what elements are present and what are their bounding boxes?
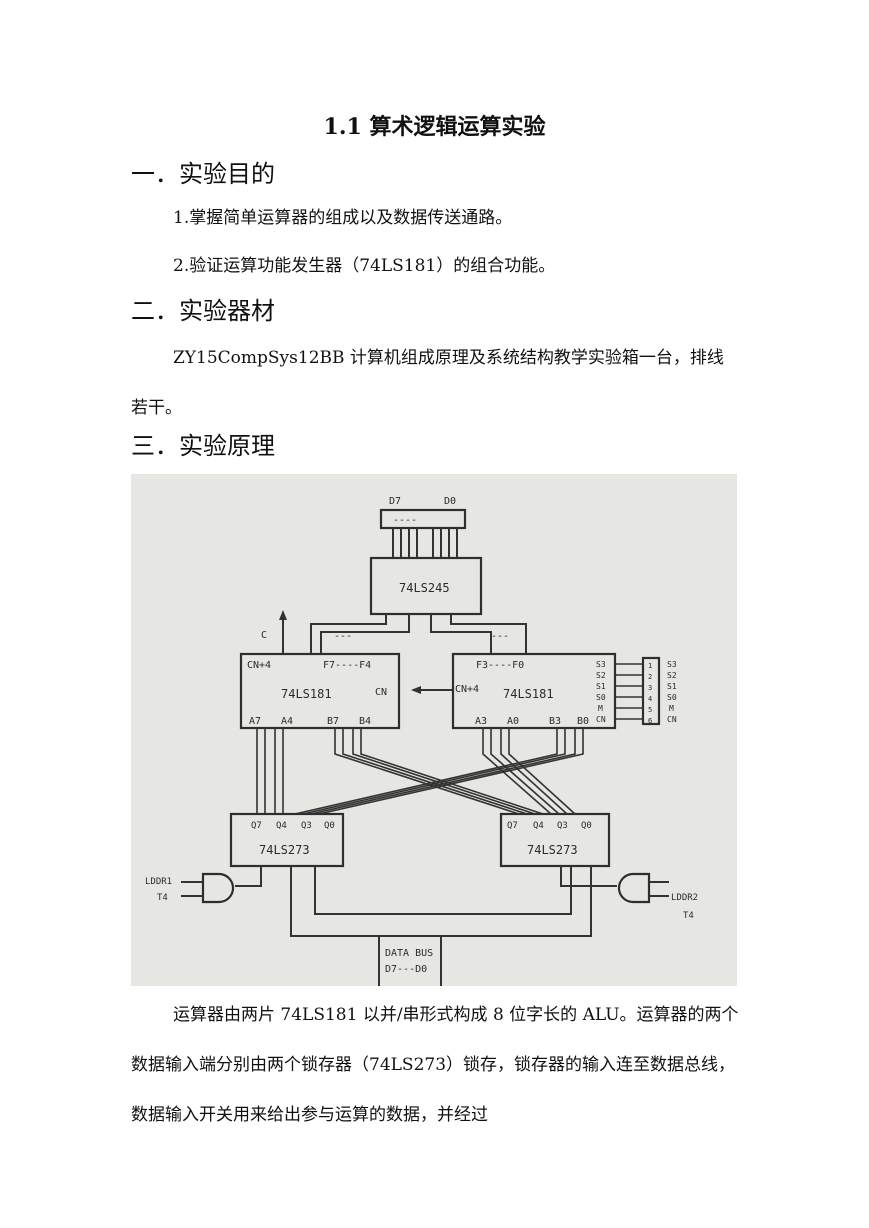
bus-top-dashes: ---- (393, 515, 417, 526)
alu-right-cn4: CN+4 (455, 684, 479, 695)
section-heading-principle: 三．实验原理 (131, 432, 275, 460)
ctrl-in-cn: CN (596, 715, 606, 724)
data-bus-wires (290, 866, 592, 986)
latch-right-q7: Q7 (507, 821, 518, 831)
alu-left-cn: CN (375, 687, 387, 698)
switch-6: 6 (648, 717, 652, 725)
ctrl-in-s1: S1 (596, 682, 606, 691)
bus-top-connector (379, 508, 467, 530)
switch-1: 1 (648, 662, 652, 670)
alu-a-wires (256, 728, 576, 815)
latch-left-clock: T4 (157, 893, 168, 903)
equipment-text: ZY15CompSys12BB 计算机组成原理及系统结构教学实验箱一台，排线若干… (131, 348, 724, 418)
alu-right-name: 74LS181 (503, 687, 554, 701)
alu-left-box (239, 652, 401, 730)
latch-right-name: 74LS273 (527, 843, 578, 857)
alu-left-f: F7----F4 (323, 660, 371, 671)
circuit-figure: D7 D0 ---- 74LS245 --- --- C CN+4 F7----… (131, 474, 737, 986)
switch-2: 2 (648, 673, 652, 681)
ctrl-in-m: M (598, 704, 603, 713)
alu-right-b3: B3 (549, 716, 561, 727)
alu-left-name: 74LS181 (281, 687, 332, 701)
latch-left-q7: Q7 (251, 821, 262, 831)
latch-right-clock-wire (560, 866, 617, 887)
and-gate-left-icon (201, 872, 235, 904)
transceiver-to-alu-wires (310, 614, 527, 654)
alu-b-wires (294, 728, 584, 815)
purpose-item-2: 2.验证运算功能发生器（74LS181）的组合功能。 (173, 256, 556, 276)
bus-top-right-label: D0 (444, 496, 456, 507)
latch-right-q0: Q0 (581, 821, 592, 831)
section-heading-purpose: 一．实验目的 (131, 160, 275, 188)
ctrl-out-s2: S2 (667, 671, 677, 680)
latch-right-signal: LDDR2 (671, 893, 698, 903)
alu-left-a7: A7 (249, 716, 261, 727)
ctrl-out-s3: S3 (667, 660, 677, 669)
bus-top-wires (392, 528, 458, 558)
latch-left-q4: Q4 (276, 821, 287, 831)
alu-right-f: F3----F0 (476, 660, 524, 671)
transceiver-box (369, 556, 483, 616)
latch-left-box (229, 812, 345, 868)
transceiver-label: 74LS245 (399, 581, 450, 595)
switch-3: 3 (648, 684, 652, 692)
dashes-left: --- (334, 631, 352, 642)
data-bus-range: D7---D0 (385, 964, 427, 975)
switch-5: 5 (648, 706, 652, 714)
alu-right-a3: A3 (475, 716, 487, 727)
ctrl-out-cn: CN (667, 715, 677, 724)
bus-top-left-label: D7 (389, 496, 401, 507)
alu-left-cn4: CN+4 (247, 660, 271, 671)
ctrl-out-s0: S0 (667, 693, 677, 702)
latch-left-clock-wire (235, 866, 262, 887)
latch-right-q4: Q4 (533, 821, 544, 831)
ctrl-out-m: M (669, 704, 674, 713)
control-wires (615, 663, 643, 720)
ctrl-in-s0: S0 (596, 693, 606, 702)
ctrl-in-s3: S3 (596, 660, 606, 669)
principle-text: 运算器由两片 74LS181 以并/串形式构成 8 位字长的 ALU。运算器的两… (131, 1005, 739, 1125)
latch-left-q0: Q0 (324, 821, 335, 831)
alu-right-a0: A0 (507, 716, 519, 727)
alu-left-a4: A4 (281, 716, 293, 727)
latch-left-signal: LDDR1 (145, 877, 172, 887)
section-heading-equipment: 二．实验器材 (131, 297, 275, 325)
cn-out-arrow-icon (279, 610, 287, 620)
alu-left-b7: B7 (327, 716, 339, 727)
latch-left-q3: Q3 (301, 821, 312, 831)
control-switch-block (641, 656, 661, 726)
dashes-right: --- (491, 631, 509, 642)
purpose-item-1: 1.掌握简单运算器的组成以及数据传送通路。 (173, 208, 513, 228)
latch-left-name: 74LS273 (259, 843, 310, 857)
alu-left-b4: B4 (359, 716, 371, 727)
switch-4: 4 (648, 695, 652, 703)
and-gate-right-icon (617, 872, 651, 904)
latch-right-clock: T4 (683, 911, 694, 921)
ctrl-out-s1: S1 (667, 682, 677, 691)
circuit-diagram: D7 D0 ---- 74LS245 --- --- C CN+4 F7----… (145, 496, 698, 986)
document-title: 1.1 算术逻辑运算实验 (323, 114, 546, 140)
cn-out-label: C (261, 630, 267, 641)
alu-right-b0: B0 (577, 716, 589, 727)
ctrl-in-s2: S2 (596, 671, 606, 680)
carry-arrow-icon (411, 686, 421, 694)
latch-right-box (499, 812, 611, 868)
latch-right-q3: Q3 (557, 821, 568, 831)
data-bus-label: DATA BUS (385, 948, 433, 959)
alu-right-box (451, 652, 617, 730)
